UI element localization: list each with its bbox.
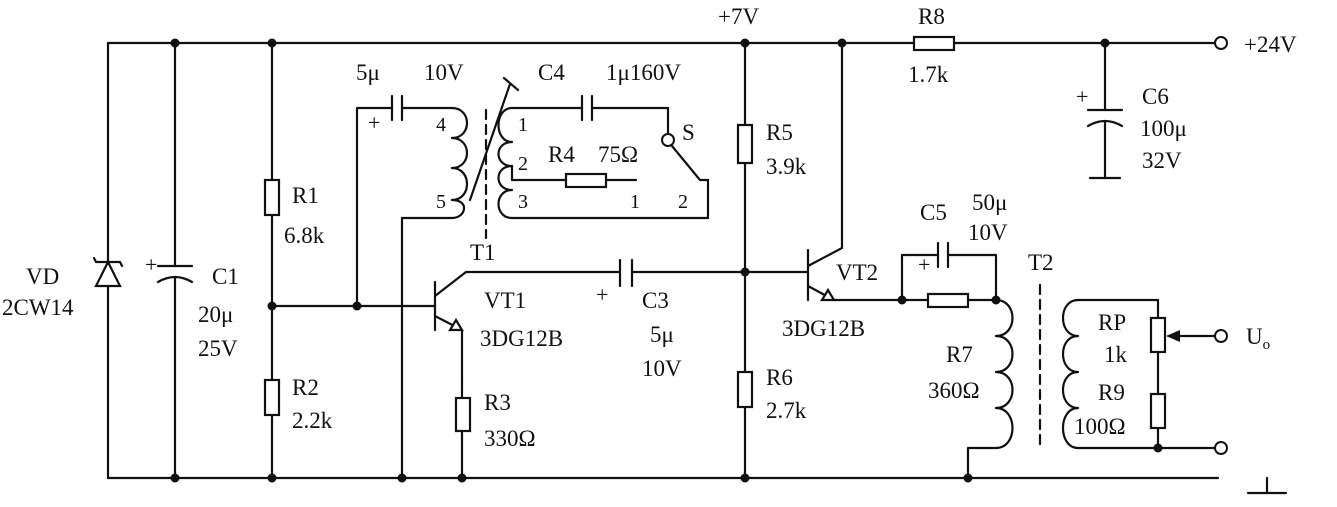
resistor-r1: [263, 178, 281, 217]
plus-c5: +: [918, 252, 930, 277]
label-pin1-a: 1: [518, 114, 528, 136]
uo-terminal: [1214, 329, 1228, 343]
label-r7-val: 360Ω: [928, 378, 980, 403]
label-c1: C1: [212, 264, 239, 289]
label-vt1: VT1: [484, 288, 526, 313]
label-r2-val: 2.2k: [292, 408, 333, 433]
label-c3: C3: [642, 288, 669, 313]
label-c6-volt: 32V: [1142, 148, 1182, 173]
label-c5-cap: 50μ: [972, 190, 1007, 215]
label-r4: R4: [548, 142, 575, 167]
plus24v-terminal: [1214, 36, 1228, 50]
transistor-vt2: [806, 41, 904, 302]
label-r3: R3: [484, 390, 511, 415]
label-r6-val: 2.7k: [766, 398, 807, 423]
label-pin5: 5: [436, 191, 446, 213]
label-r2: R2: [292, 375, 319, 400]
feedback-wire: [355, 106, 394, 308]
resistor-r9: [1149, 392, 1167, 430]
label-r8-val: 1.7k: [908, 62, 949, 87]
label-feedback-volt: 10V: [424, 60, 464, 85]
label-vd: VD: [26, 264, 59, 289]
rp-wiper-arrow: [1166, 330, 1180, 342]
label-r6: R6: [766, 365, 793, 390]
label-pin3: 3: [518, 191, 528, 213]
t1-tuning-arrow: [468, 76, 520, 202]
label-plus24v: +24V: [1244, 32, 1297, 57]
label-r5: R5: [766, 120, 793, 145]
transistor-vt1: [433, 270, 622, 382]
label-vt2: VT2: [836, 260, 878, 285]
resistor-r7: [926, 292, 970, 309]
label-c6-cap: 100μ: [1140, 116, 1187, 141]
capacitor-c3: [618, 258, 810, 288]
label-c4-val: 1μ160V: [606, 60, 681, 85]
capacitor-feedback: [390, 94, 454, 122]
t2-primary-winding: [966, 298, 1014, 480]
capacitor-c6: [1086, 41, 1124, 180]
r4-wire: [510, 164, 638, 182]
label-rp-val: 1k: [1104, 342, 1128, 367]
c4-wire: [510, 106, 670, 135]
label-plus7v: +7V: [718, 4, 759, 29]
label-r1-val: 6.8k: [284, 223, 325, 248]
label-r5-val: 3.9k: [766, 154, 807, 179]
label-c1-cap: 20μ: [198, 302, 233, 327]
resistor-r2: [263, 378, 281, 417]
label-r8: R8: [918, 4, 945, 29]
resistor-r4: [564, 172, 608, 189]
label-feedback-cap: 5μ: [356, 60, 380, 85]
plus-c1: +: [145, 252, 157, 277]
label-vd-type: 2CW14: [2, 295, 74, 320]
capacitor-c1: [156, 41, 194, 480]
plus-c6: +: [1076, 84, 1088, 109]
t2-secondary-winding: [1062, 298, 1160, 450]
label-rp: RP: [1098, 310, 1126, 335]
zener-diode-vd: [92, 41, 124, 480]
label-c5-volt: 10V: [968, 220, 1008, 245]
label-c5: C5: [920, 200, 947, 225]
capacitor-c5: [936, 241, 950, 269]
label-c6: C6: [1142, 84, 1169, 109]
label-pin4: 4: [436, 114, 446, 136]
capacitor-c4: [580, 94, 594, 122]
label-c3-cap: 5μ: [650, 322, 674, 347]
label-pin2-b: 2: [678, 191, 688, 213]
switch-s: [661, 133, 710, 182]
t1-primary-winding: [400, 106, 468, 480]
resistor-r3: [454, 396, 472, 433]
label-vt1-type: 3DG12B: [480, 326, 563, 351]
label-uo-main: U: [1246, 324, 1263, 349]
label-c1-volt: 25V: [198, 336, 238, 361]
label-uo: Uo: [1246, 324, 1270, 353]
potentiometer-rp: [1149, 316, 1167, 354]
plus-feedback: +: [368, 110, 380, 135]
label-t2: T2: [1028, 250, 1054, 275]
label-t1: T1: [470, 240, 496, 265]
ground-symbol: [1246, 476, 1288, 495]
resistor-r8: [912, 35, 956, 52]
label-r9-val: 100Ω: [1074, 414, 1126, 439]
label-r7: R7: [946, 342, 973, 367]
label-c4: C4: [538, 60, 565, 85]
plus-c3: +: [596, 282, 608, 307]
label-r3-val: 330Ω: [484, 426, 536, 451]
junction-dots: [170, 38, 1163, 483]
resistor-r5: [736, 123, 754, 165]
label-r9: R9: [1098, 380, 1125, 405]
uo-return-terminal: [1214, 441, 1228, 455]
label-r1: R1: [292, 183, 319, 208]
label-pin1-b: 1: [630, 191, 640, 213]
label-vt2-type: 3DG12B: [782, 316, 865, 341]
resistor-r6: [736, 370, 754, 409]
label-r4-val: 75Ω: [598, 142, 638, 167]
label-s: S: [682, 120, 695, 145]
c5-wire: [900, 253, 998, 302]
label-pin2-a: 2: [518, 153, 528, 175]
label-uo-sub: o: [1263, 337, 1271, 353]
label-c3-volt: 10V: [642, 356, 682, 381]
